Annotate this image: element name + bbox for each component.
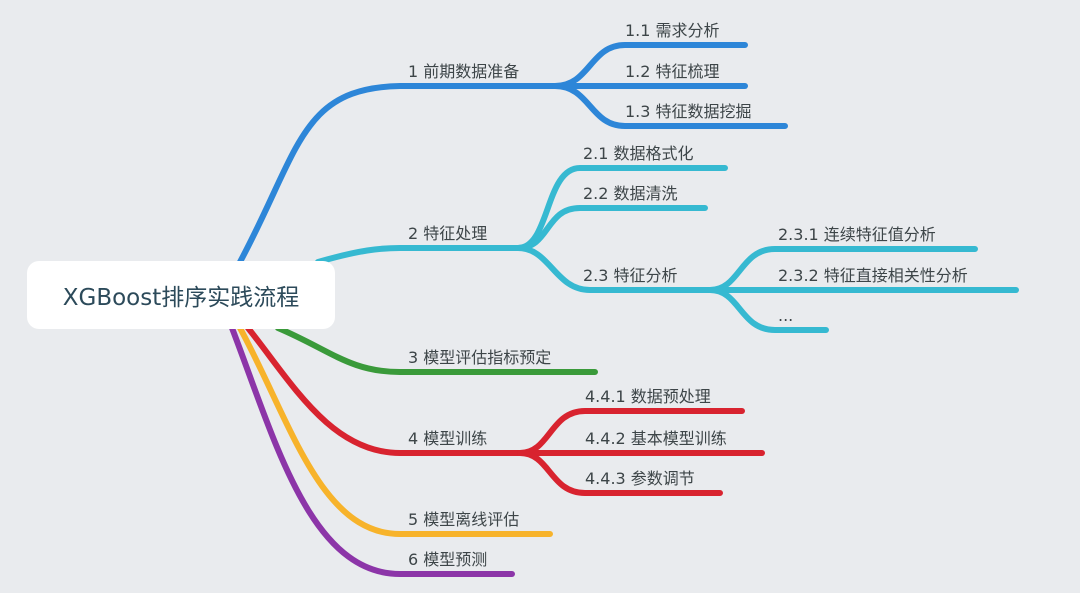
subtopic-1-1[interactable]: 1.1 需求分析 — [625, 21, 720, 40]
topic-6-prediction[interactable]: 6 模型预测 — [408, 550, 488, 569]
subtopic-2-1[interactable]: 2.1 数据格式化 — [583, 144, 694, 163]
branch-6-lines — [229, 325, 515, 577]
central-topic[interactable]: XGBoost排序实践流程 — [27, 261, 335, 329]
subtopic-2-3-more[interactable]: ... — [778, 306, 794, 325]
subtopic-4-4-2[interactable]: 4.4.2 基本模型训练 — [585, 429, 727, 448]
branch-4-lines — [245, 325, 765, 496]
subtopic-4-4-3[interactable]: 4.4.3 参数调节 — [585, 469, 695, 488]
topic-1-prep[interactable]: 1 前期数据准备 — [408, 62, 520, 81]
central-topic-label: XGBoost排序实践流程 — [62, 285, 300, 311]
subtopic-2-3[interactable]: 2.3 特征分析 — [583, 266, 678, 285]
topic-3-metrics[interactable]: 3 模型评估指标预定 — [408, 348, 552, 367]
subtopic-2-3-2[interactable]: 2.3.2 特征直接相关性分析 — [778, 266, 968, 285]
topic-5-offline-eval[interactable]: 5 模型离线评估 — [408, 510, 520, 529]
subtopic-4-4-1[interactable]: 4.4.1 数据预处理 — [585, 387, 711, 406]
branch-1-lines — [237, 42, 788, 265]
subtopic-1-3[interactable]: 1.3 特征数据挖掘 — [625, 102, 752, 121]
topic-2-feature[interactable]: 2 特征处理 — [408, 224, 488, 243]
subtopic-2-2[interactable]: 2.2 数据清洗 — [583, 184, 678, 203]
branch-5-lines — [237, 325, 553, 537]
branch-3-lines — [275, 325, 598, 375]
subtopic-2-3-1[interactable]: 2.3.1 连续特征值分析 — [778, 225, 936, 244]
branch-2-lines — [315, 165, 1019, 333]
subtopic-1-2[interactable]: 1.2 特征梳理 — [625, 62, 720, 81]
topic-4-training[interactable]: 4 模型训练 — [408, 429, 488, 448]
